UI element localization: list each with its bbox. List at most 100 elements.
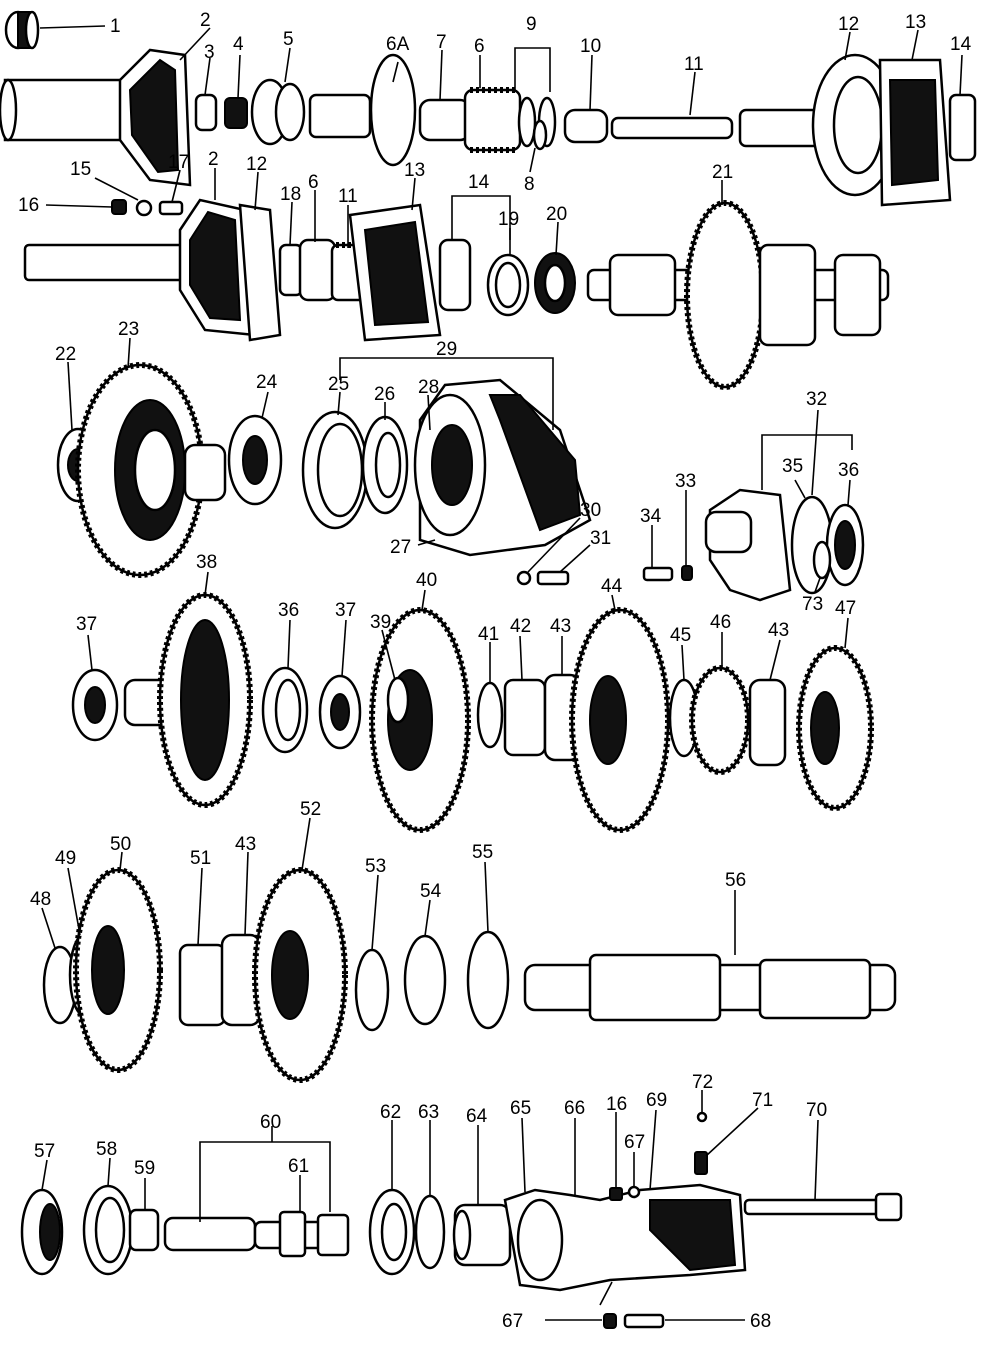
part-67-washer-top xyxy=(627,1185,641,1199)
label-27: 27 xyxy=(390,537,411,558)
part-1-nut xyxy=(4,10,40,50)
part-4-roller-bearing xyxy=(224,97,248,129)
label-36: 36 xyxy=(838,460,859,481)
label-16-b: 16 xyxy=(606,1094,627,1115)
part-17-bolt xyxy=(158,200,184,216)
part-36-bearing-cup xyxy=(825,503,865,587)
label-42: 42 xyxy=(510,616,531,637)
label-31: 31 xyxy=(590,528,611,549)
part-19-bearing-cup xyxy=(486,253,530,317)
part-68-capscrew xyxy=(623,1313,665,1329)
label-21: 21 xyxy=(712,162,733,183)
part-37-bearing-cone xyxy=(71,668,119,742)
label-17: 17 xyxy=(168,152,189,173)
label-30: 30 xyxy=(580,500,601,521)
label-64: 64 xyxy=(466,1106,488,1127)
part-16-nut-row6 xyxy=(609,1187,623,1201)
part-13-retainer-lower xyxy=(348,203,442,342)
part-52-gear xyxy=(252,867,348,1083)
part-70-shift-rod xyxy=(743,1192,903,1222)
label-1: 1 xyxy=(110,16,121,37)
label-70: 70 xyxy=(806,1100,827,1121)
label-49: 49 xyxy=(55,848,76,869)
part-10-sleeve xyxy=(563,108,609,144)
label-69: 69 xyxy=(646,1090,667,1111)
part-16-nut xyxy=(111,199,127,215)
part-12-gasket-lower xyxy=(238,203,282,342)
label-44: 44 xyxy=(601,576,623,597)
label-68: 68 xyxy=(750,1311,771,1332)
part-32-cover-assembly xyxy=(704,488,792,602)
label-24: 24 xyxy=(256,372,278,393)
label-61: 61 xyxy=(288,1156,309,1177)
label-60: 60 xyxy=(260,1112,281,1133)
label-6A: 6A xyxy=(386,34,410,55)
part-24-bearing-cone xyxy=(227,414,283,506)
label-45: 45 xyxy=(670,625,691,646)
part-50-gear xyxy=(73,867,163,1073)
label-36-b: 36 xyxy=(278,600,299,621)
part-55-snap-ring xyxy=(466,930,510,1030)
part-51-hub xyxy=(178,943,227,1027)
label-33: 33 xyxy=(675,471,696,492)
label-35: 35 xyxy=(782,456,803,477)
label-2: 2 xyxy=(200,10,211,31)
label-58: 58 xyxy=(96,1139,117,1160)
label-14-b: 14 xyxy=(468,172,490,193)
label-66: 66 xyxy=(564,1098,585,1119)
part-41-ring xyxy=(476,681,504,749)
part-56-mainshaft xyxy=(523,953,897,1022)
part-60-shaft xyxy=(163,1216,257,1252)
part-58-bearing-cup xyxy=(82,1184,134,1276)
label-47: 47 xyxy=(835,598,856,619)
leader-lines xyxy=(39,25,963,1321)
label-12-b: 12 xyxy=(246,154,267,175)
part-2-axle-housing-top xyxy=(0,48,192,187)
label-53: 53 xyxy=(365,856,386,877)
label-72: 72 xyxy=(692,1072,713,1093)
part-37-bearing-cone-row4 xyxy=(318,674,362,750)
label-25: 25 xyxy=(328,374,349,395)
part-54-lockplate xyxy=(403,934,447,1026)
part-30-lockwasher xyxy=(516,570,532,586)
part-2-axle-housing-lower xyxy=(23,198,257,337)
label-29: 29 xyxy=(436,339,457,360)
label-23: 23 xyxy=(118,319,139,340)
part-25-bearing-cup xyxy=(301,410,369,530)
label-22: 22 xyxy=(55,344,76,365)
label-7: 7 xyxy=(436,32,447,53)
label-11-b: 11 xyxy=(338,186,358,207)
label-19: 19 xyxy=(498,209,519,230)
part-3-collar xyxy=(194,93,218,132)
label-26: 26 xyxy=(374,384,395,405)
label-20: 20 xyxy=(546,204,567,225)
label-4: 4 xyxy=(233,34,244,55)
label-67: 67 xyxy=(624,1132,645,1153)
part-38-gear xyxy=(123,592,253,808)
part-62-bearing-cup xyxy=(368,1188,416,1276)
label-56: 56 xyxy=(725,870,746,891)
part-42-gear xyxy=(503,678,547,757)
label-55: 55 xyxy=(472,842,493,863)
label-39: 39 xyxy=(370,612,391,633)
part-63-seal xyxy=(414,1194,446,1270)
part-11-shaft xyxy=(610,116,734,140)
label-63: 63 xyxy=(418,1102,439,1123)
label-65: 65 xyxy=(510,1098,531,1119)
label-10: 10 xyxy=(580,36,601,57)
label-38: 38 xyxy=(196,552,217,573)
part-40-gear xyxy=(369,607,471,833)
part-20-bearing-cone xyxy=(534,252,576,314)
part-6-pinion-lower xyxy=(298,238,337,302)
label-28: 28 xyxy=(418,377,439,398)
label-59: 59 xyxy=(134,1158,155,1179)
label-37: 37 xyxy=(76,614,97,635)
label-8: 8 xyxy=(524,174,535,195)
part-26-bearing-cup-inner xyxy=(361,415,409,515)
part-28-29-carrier-housing xyxy=(413,378,592,557)
part-13-retainer-top xyxy=(878,58,952,207)
part-21-countershaft-cluster xyxy=(586,200,890,390)
part-57-bearing-cone xyxy=(20,1188,64,1276)
label-73: 73 xyxy=(802,594,823,615)
